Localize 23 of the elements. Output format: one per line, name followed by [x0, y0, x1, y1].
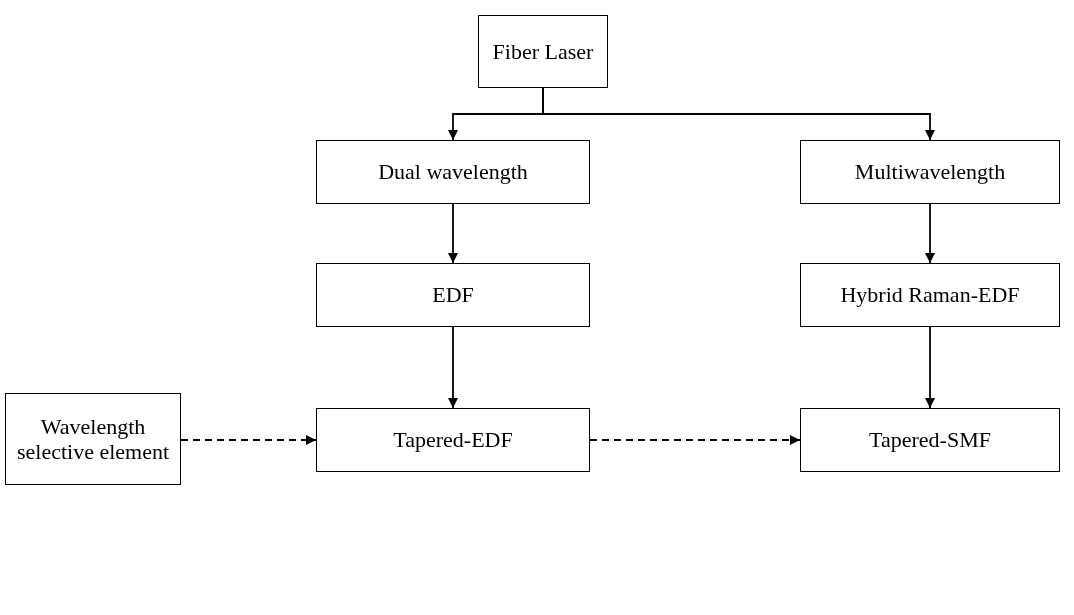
arrow — [180, 435, 317, 445]
box-label: Dual wavelength — [378, 159, 528, 185]
box-label: Multiwavelength — [854, 159, 1006, 185]
box-label: EDF — [432, 282, 474, 308]
arrow — [925, 203, 935, 264]
arrow — [448, 203, 458, 264]
arrow — [542, 87, 935, 141]
arrow — [925, 326, 935, 409]
box-label: Fiber Laser — [492, 38, 594, 65]
box-label: Tapered-EDF — [393, 427, 513, 453]
process-box — [316, 408, 590, 472]
process-box — [5, 393, 181, 485]
arrow — [448, 326, 458, 409]
process-box — [316, 140, 590, 204]
process-box — [478, 15, 608, 88]
box-label: Hybrid Raman-EDF — [840, 282, 1020, 308]
box-label: Wavelength selective element — [15, 413, 171, 465]
box-label: Tapered-SMF — [869, 427, 991, 453]
process-box — [800, 408, 1060, 472]
process-box — [800, 263, 1060, 327]
process-box — [800, 140, 1060, 204]
process-box — [316, 263, 590, 327]
arrow — [589, 435, 801, 445]
